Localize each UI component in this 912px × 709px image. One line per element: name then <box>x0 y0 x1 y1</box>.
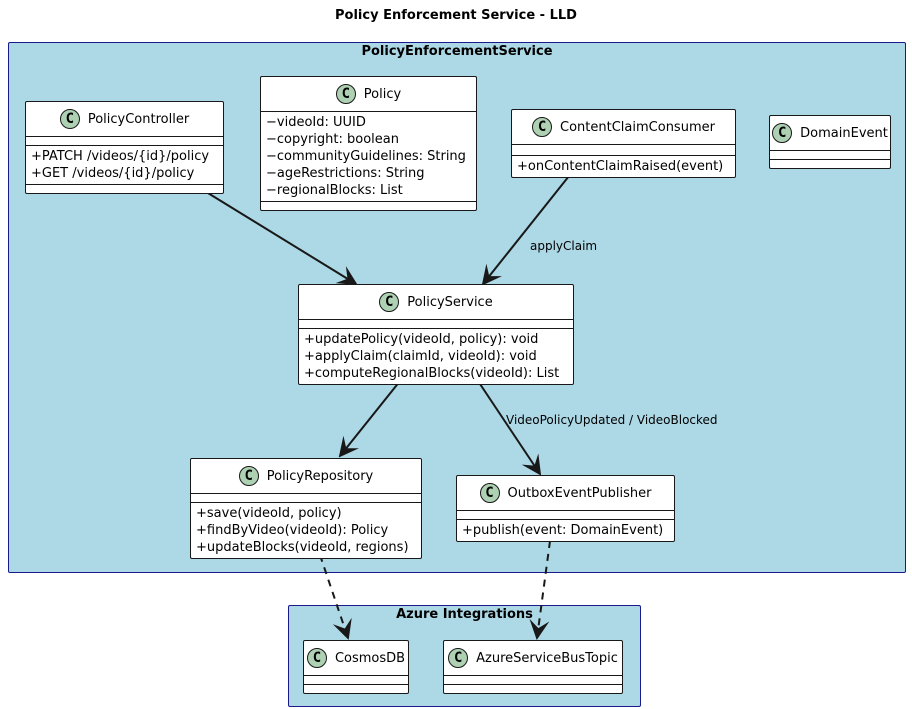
edge-consumer-to-service <box>481 175 570 286</box>
class-icon: C <box>335 84 356 104</box>
method: +findByVideo(videoId): Policy <box>196 523 389 538</box>
class-policy-controller: C PolicyController +PATCH /videos/{id}/po… <box>25 101 224 194</box>
class-name: ContentClaimConsumer <box>560 119 715 135</box>
edge-label-apply-claim: applyClaim <box>530 239 598 253</box>
edge-repository-to-cosmos <box>319 554 352 640</box>
class-icon: C <box>306 648 327 668</box>
edge-label-video-policy-updated: VideoPolicyUpdated / VideoBlocked <box>506 413 718 427</box>
class-policy-repository: C PolicyRepository +save(videoId, policy)… <box>190 458 422 559</box>
field: −communityGuidelines: String <box>266 149 466 164</box>
class-name: PolicyRepository <box>266 468 374 484</box>
class-policy: C Policy −videoId: UUID −copyright: boole… <box>260 76 477 211</box>
method: +PATCH /videos/{id}/policy <box>31 149 210 164</box>
class-name: OutboxEventPublisher <box>507 485 652 501</box>
class-icon: C <box>379 292 400 312</box>
edge-service-to-repository <box>338 380 401 458</box>
class-name: Policy <box>363 86 402 102</box>
method: +updatePolicy(videoId, policy): void <box>304 332 539 347</box>
method: +computeRegionalBlocks(videoId): List <box>304 366 560 381</box>
field: −videoId: UUID <box>266 115 366 130</box>
field: −copyright: boolean <box>266 132 399 147</box>
edge-service-to-publisher <box>477 380 542 476</box>
class-domain-event: C DomainEvent <box>769 115 891 169</box>
package-title: PolicyEnforcementService <box>361 44 553 59</box>
method: +publish(event: DomainEvent) <box>462 523 664 538</box>
method: +save(videoId, policy) <box>196 506 342 521</box>
class-policy-service: C PolicyService +updatePolicy(videoId, po… <box>298 284 574 385</box>
class-icon: C <box>479 483 500 503</box>
method: +GET /videos/{id}/policy <box>31 166 195 181</box>
field: −ageRestrictions: String <box>266 166 425 181</box>
class-icon: C <box>532 117 553 137</box>
class-icon: C <box>238 466 259 486</box>
method: +applyClaim(claimId, videoId): void <box>304 349 537 364</box>
class-cosmos-db: C CosmosDB <box>303 640 409 694</box>
class-icon: C <box>772 123 793 143</box>
class-name: PolicyService <box>407 294 493 310</box>
edge-controller-to-service <box>189 181 358 286</box>
class-content-claim-consumer: C ContentClaimConsumer +onContentClaimRai… <box>511 109 736 178</box>
class-outbox-event-publisher: C OutboxEventPublisher +publish(event: Do… <box>456 475 675 542</box>
edge-publisher-to-servicebus <box>529 540 551 640</box>
class-name: AzureServiceBusTopic <box>476 650 618 666</box>
class-name: CosmosDB <box>334 650 406 666</box>
class-icon: C <box>448 648 469 668</box>
class-azure-service-bus-topic: C AzureServiceBusTopic <box>443 640 623 694</box>
method: +onContentClaimRaised(event) <box>517 159 724 174</box>
class-name: DomainEvent <box>800 125 888 141</box>
field: −regionalBlocks: List <box>266 183 403 198</box>
diagram-title: Policy Enforcement Service - LLD <box>335 8 577 23</box>
package-title: Azure Integrations <box>396 607 533 622</box>
class-name: PolicyController <box>87 111 190 127</box>
class-icon: C <box>59 109 80 129</box>
method: +updateBlocks(videoId, regions) <box>196 540 409 555</box>
